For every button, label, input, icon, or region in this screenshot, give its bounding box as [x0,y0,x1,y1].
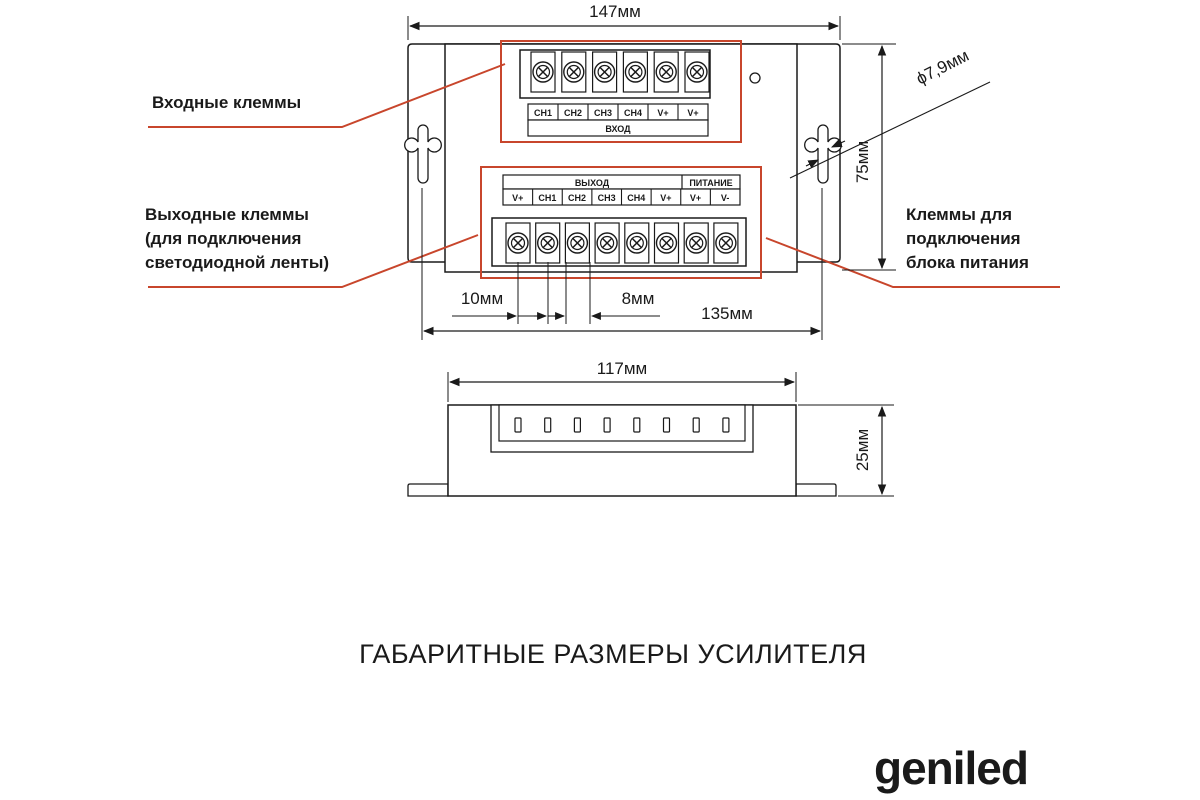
output-callout-line-2: (для подключения [145,229,301,248]
output-callout-line [148,234,479,288]
dimension-147: 147мм [407,2,841,40]
power-callout-line-2: подключения [906,229,1021,248]
side-connector-pin [544,417,552,433]
input-group-label: ВХОД [605,124,631,134]
input-highlight-box [500,40,742,143]
input-terminal-block: CH1 CH2 CH3 CH4 V+ V+ ВХОД [519,49,711,137]
output-channel-label: CH2 [568,193,586,203]
output-terminal-screw [624,222,650,264]
input-channel-label: V+ [657,108,668,118]
output-terminal-screw [594,222,620,264]
output-terminal-block: ВЫХОД ПИТАНИЕ V+ CH1 CH2 CH3 CH4 V+ V+ V- [491,174,747,267]
side-connector-pin [514,417,522,433]
power-callout-line [765,237,1060,288]
input-channel-label: CH2 [564,108,582,118]
power-callout-line-3: блока питания [906,253,1029,272]
output-callout-line-3: светодиодной ленты) [145,253,329,272]
power-callout-line-1: Клеммы для [906,205,1012,224]
input-terminal-screw [684,51,710,93]
hole-diameter-label: ϕ7,9мм [913,46,972,89]
input-channel-label: V+ [687,108,698,118]
input-terminal-screw [561,51,587,93]
output-channel-label: V+ [512,193,523,203]
pitch-8-label: 8мм [622,289,655,308]
input-callout-label: Входные клеммы [152,93,301,112]
output-terminal-screw [505,222,531,264]
side-view: 117мм 25мм [407,358,894,497]
output-channel-label: V- [721,193,730,203]
indicator-led [749,72,761,84]
output-channel-label: V+ [690,193,701,203]
dimension-75-label: 75мм [853,141,872,183]
dimension-147-label: 147мм [589,2,641,21]
output-group-label: ВЫХОД [575,178,610,188]
output-terminal-screw [653,222,680,264]
pitch-10-label: 10мм [461,289,503,308]
input-terminal-screw [653,51,679,93]
output-channel-label: CH4 [627,193,645,203]
output-channel-label: CH3 [598,193,616,203]
input-callout-line [148,63,506,128]
power-group-label: ПИТАНИЕ [689,178,732,188]
output-terminal-screw [535,222,561,264]
side-connector-pin [692,417,700,433]
keyhole-slot-left [404,124,442,184]
dimension-25-label: 25мм [853,429,872,471]
input-terminal-screw [622,51,649,93]
output-terminal-screw [713,222,739,264]
output-callout-line-1: Выходные клеммы [145,205,309,224]
output-terminal-screw [683,222,709,264]
output-channel-label: CH1 [538,193,556,203]
side-connector-pin [603,417,611,433]
side-connector-pin [573,417,582,433]
dimension-75: 75мм [842,43,896,271]
dimension-117-label: 117мм [597,359,647,378]
side-connector-pin [633,417,641,433]
output-channel-label: V+ [660,193,671,203]
side-flange-right [795,483,837,497]
input-channel-label: CH1 [534,108,552,118]
dimension-25: 25мм [798,404,894,497]
brand-logo: geniled [874,742,1028,794]
dimension-117: 117мм [447,358,797,402]
dimension-pitch: 10мм 8мм [452,262,660,324]
output-terminal-screw [564,222,591,264]
input-terminal-screw [591,51,618,93]
input-terminal-screw [530,51,556,93]
input-channel-label: CH3 [594,108,612,118]
output-highlight-box [480,166,762,279]
side-flange-left [407,483,449,497]
diagram-caption: ГАБАРИТНЫЕ РАЗМЕРЫ УСИЛИТЕЛЯ [359,639,867,669]
dimension-135: 135мм [421,188,823,340]
side-connector-pin [662,417,671,433]
side-connector-pin [722,417,730,433]
dimension-135-label: 135мм [701,304,753,323]
input-channel-label: CH4 [624,108,642,118]
